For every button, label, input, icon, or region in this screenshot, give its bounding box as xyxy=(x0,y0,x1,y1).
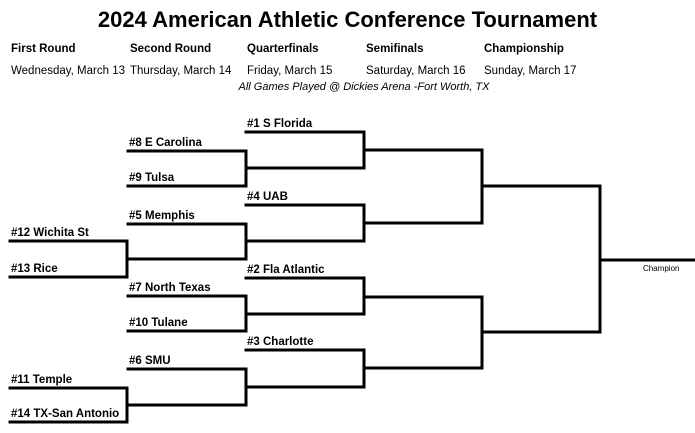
venue-note: All Games Played @ Dickies Arena -Fort W… xyxy=(238,81,490,93)
round-date-quarterfinals: Friday, March 15 xyxy=(247,65,333,77)
team-smu: #6 SMU xyxy=(129,355,171,367)
round-date-second: Thursday, March 14 xyxy=(130,65,232,77)
bracket-line xyxy=(126,367,248,407)
team-e-carolina: #8 E Carolina xyxy=(129,137,202,149)
team-rice: #13 Rice xyxy=(11,263,58,275)
round-label-championship: Championship xyxy=(484,43,564,55)
bracket-line xyxy=(362,295,484,370)
round-date-semifinals: Saturday, March 16 xyxy=(366,65,466,77)
bracket-line xyxy=(244,130,366,170)
team-s-florida: #1 S Florida xyxy=(247,118,313,130)
team-north-texas: #7 North Texas xyxy=(129,282,211,294)
round-label-semifinals: Semifinals xyxy=(366,43,424,55)
bracket-line xyxy=(126,222,248,261)
team-wichita-st: #12 Wichita St xyxy=(11,227,89,239)
champion-label: Champion xyxy=(643,264,680,273)
team-uab: #4 UAB xyxy=(247,191,288,203)
team-charlotte: #3 Charlotte xyxy=(247,336,314,348)
team-tulane: #10 Tulane xyxy=(129,317,188,329)
round-label-first: First Round xyxy=(11,43,76,55)
team-temple: #11 Temple xyxy=(11,374,73,386)
round-date-championship: Sunday, March 17 xyxy=(484,65,577,77)
bracket-line xyxy=(244,348,366,389)
bracket-line xyxy=(244,203,366,243)
team-fla-atlantic: #2 Fla Atlantic xyxy=(247,264,325,276)
bracket-line xyxy=(244,276,366,316)
team-tulsa: #9 Tulsa xyxy=(129,172,175,184)
round-date-first: Wednesday, March 13 xyxy=(11,65,125,77)
round-label-quarterfinals: Quarterfinals xyxy=(247,43,319,55)
team-tx-san-antonio: #14 TX-San Antonio xyxy=(11,408,120,420)
round-label-second: Second Round xyxy=(130,43,212,55)
bracket-line xyxy=(480,184,602,334)
bracket-line xyxy=(362,148,484,225)
team-memphis: #5 Memphis xyxy=(129,210,195,222)
page-title: 2024 American Athletic Conference Tourna… xyxy=(97,7,598,32)
